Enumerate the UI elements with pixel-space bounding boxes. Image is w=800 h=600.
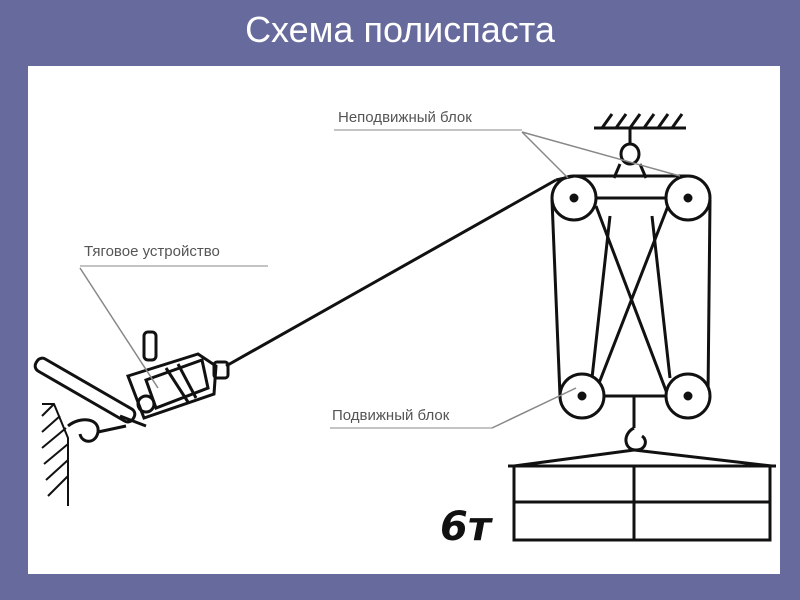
pulley-diagram: 6т Неподвижный блок Тяговое устройство П…	[33, 109, 776, 550]
slide-title: Схема полиспаста	[245, 9, 555, 50]
movable-block-leader	[491, 387, 577, 429]
diagram-panel: 6т Неподвижный блок Тяговое устройство П…	[28, 66, 780, 574]
wall-hook	[67, 418, 127, 443]
load-mass-label: 6т	[440, 504, 494, 550]
fixed-block	[550, 174, 712, 222]
load-hook	[513, 396, 773, 468]
pulley-ropes	[550, 174, 712, 397]
fixed-block-label: Неподвижный блок	[338, 109, 472, 126]
movable-block-label: Подвижный блок	[332, 407, 450, 424]
traction-device	[33, 330, 230, 428]
ceiling-mount	[594, 113, 686, 179]
hauling-rope	[225, 178, 557, 368]
fixed-block-leader-left	[521, 131, 569, 179]
fixed-block-leader-right	[521, 131, 681, 177]
movable-block	[558, 372, 712, 420]
left-wall	[41, 403, 69, 506]
traction-device-label: Тяговое устройство	[84, 243, 220, 260]
traction-device-leader	[79, 267, 159, 389]
load-crate	[508, 464, 776, 542]
